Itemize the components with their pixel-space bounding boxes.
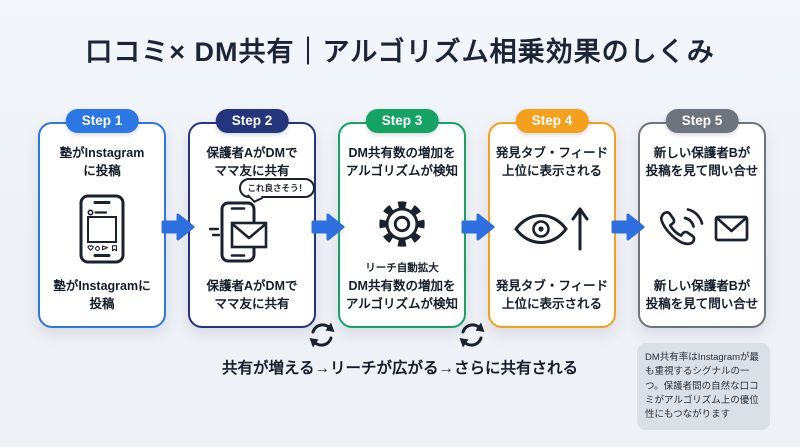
step-5-badge: Step 5 [665,109,739,134]
speech-bubble: これ良さそう！ [239,178,315,198]
cycle-refresh-icon [456,319,488,351]
cycle-loop-caption: 共有が増える→リーチが広がる→さらに共有される [221,360,579,377]
step-1-badge: Step 1 [65,109,139,134]
step-3-top-text: DM共有数の増加を アルゴリズムが検知 [345,146,459,178]
step-1-top-text: 塾がInstagram に投稿 [59,146,145,178]
instagram-post-phone-icon [40,180,164,278]
step-2-card: Step 2 保護者AがDMで ママ友に共有 これ良さそう！ 保護者AがDMで … [188,109,316,328]
step-4-badge: Step 4 [515,109,589,134]
dm-share-phone-icon: これ良さそう！ [190,178,315,278]
step-2-bottom-text: 保護者AがDMで ママ友に共有 [206,279,298,311]
step-2-top-text: 保護者AがDMで ママ友に共有 [206,146,298,178]
page-title: 口コミ× DM共有｜アルゴリズム相乗効果のしくみ [85,37,715,67]
eye-rank-up-icon [490,180,614,278]
flow-arrow-icon [610,212,646,242]
step-3-badge: Step 3 [365,109,439,134]
step-3-bottom-text: DM共有数の増加を アルゴリズムが検知 [345,279,459,311]
step-1-card: Step 1 塾がInstagram に投稿 塾がInstagramに 投稿 [38,109,166,328]
step-3-card: Step 3 DM共有数の増加を アルゴリズムが検知 リーチ自動拡大 DM共有数… [338,109,466,328]
flow-arrow-icon [460,212,496,242]
flow-arrow-icon [310,212,346,242]
flow-arrow-icon [160,212,196,242]
step-3-caption: リーチ自動拡大 [365,262,439,274]
phone-mail-icon [640,180,764,278]
step-5-card: Step 5 新しい保護者Bが 投稿を見て問い合せ 新しい保護者Bが 投稿を見て… [638,109,766,328]
step-4-bottom-text: 発見タブ・フィード 上位に表示される [495,279,609,311]
gear-icon [340,180,464,268]
step-1-bottom-text: 塾がInstagramに 投稿 [53,279,151,311]
step-4-top-text: 発見タブ・フィード 上位に表示される [495,146,609,178]
step-5-bottom-text: 新しい保護者Bが 投稿を見て問い合せ [645,279,759,311]
step-2-badge: Step 2 [215,109,289,134]
note-box: DM共有率はInstagramが最も重視するシグナルの一つ。保護者間の自然な口コ… [637,343,770,430]
cycle-refresh-icon [306,319,338,351]
step-5-top-text: 新しい保護者Bが 投稿を見て問い合せ [645,146,759,178]
step-4-card: Step 4 発見タブ・フィード 上位に表示される 発見タブ・フィード 上位に表… [488,109,616,328]
